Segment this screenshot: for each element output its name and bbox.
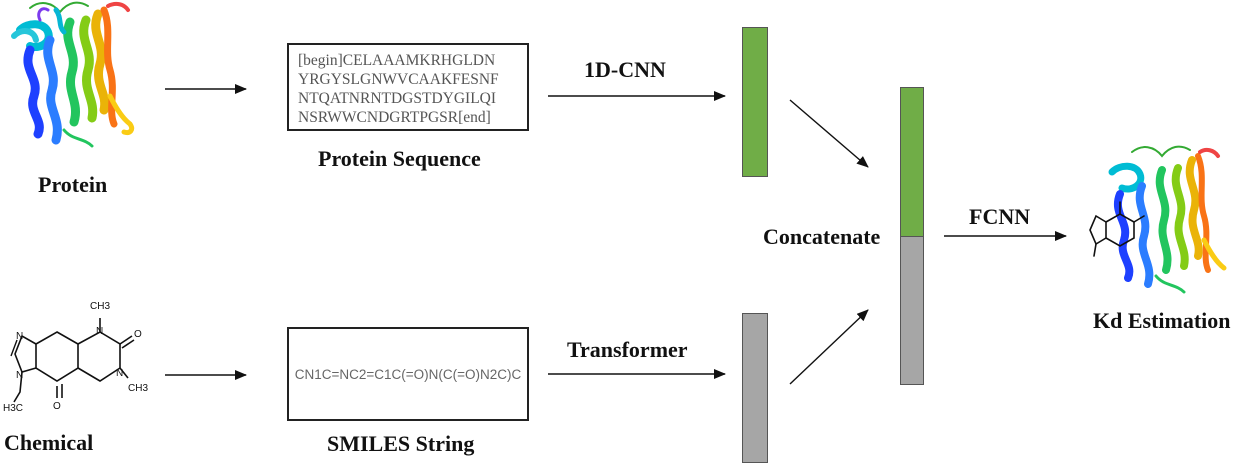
kd-estimation-label: Kd Estimation bbox=[1093, 308, 1231, 333]
atom-n7: N bbox=[16, 331, 23, 342]
sequence-line: YRGYSLGNWVCAAKFESNF bbox=[298, 71, 499, 88]
arrow-chemical-feature-to-concat bbox=[789, 309, 869, 385]
fcnn-label: FCNN bbox=[969, 204, 1031, 229]
sequence-line: [begin]CELAAAMKRHGLDN bbox=[298, 52, 496, 69]
caffeine-structure-icon bbox=[10, 318, 135, 403]
atom-n9: N bbox=[16, 370, 23, 381]
protein-feature-vector bbox=[742, 27, 768, 177]
encoder-label-transformer: Transformer bbox=[567, 337, 688, 362]
atom-h3c: H3C bbox=[3, 403, 23, 414]
atom-n3: N bbox=[116, 368, 123, 379]
protein-sequence-caption: Protein Sequence bbox=[318, 146, 481, 171]
smiles-string-box: CN1C=NC2=C1C(=O)N(C(=O)N2C)C bbox=[287, 327, 529, 421]
encoder-label-1d-cnn: 1D-CNN bbox=[584, 57, 666, 82]
atom-ch3-top: CH3 bbox=[90, 301, 110, 312]
concatenate-label: Concatenate bbox=[763, 224, 881, 249]
protein-sequence-box: [begin]CELAAAMKRHGLDN YRGYSLGNWVCAAKFESN… bbox=[287, 43, 529, 131]
atom-o-bottom: O bbox=[53, 401, 61, 412]
atom-ch3-right: CH3 bbox=[128, 383, 148, 394]
concatenated-vector-protein-part bbox=[900, 87, 924, 237]
sequence-line: NSRWWCNDGRTPGSR[end] bbox=[298, 109, 491, 126]
arrow-protein-feature-to-concat bbox=[789, 99, 869, 168]
chemical-feature-vector bbox=[742, 313, 768, 463]
atom-o-top: O bbox=[134, 329, 142, 340]
smiles-value: CN1C=NC2=C1C(=O)N(C(=O)N2C)C bbox=[294, 366, 522, 382]
smiles-string-caption: SMILES String bbox=[327, 431, 475, 456]
atom-n1: N bbox=[96, 326, 103, 337]
protein-ligand-complex-icon bbox=[1089, 145, 1227, 294]
protein-label: Protein bbox=[38, 172, 108, 197]
chemical-label: Chemical bbox=[4, 430, 94, 455]
sequence-line: NTQATNRNTDGSTDYGILQI bbox=[298, 90, 497, 107]
concatenated-vector-chemical-part bbox=[900, 236, 924, 385]
protein-structure-icon bbox=[11, 1, 135, 148]
